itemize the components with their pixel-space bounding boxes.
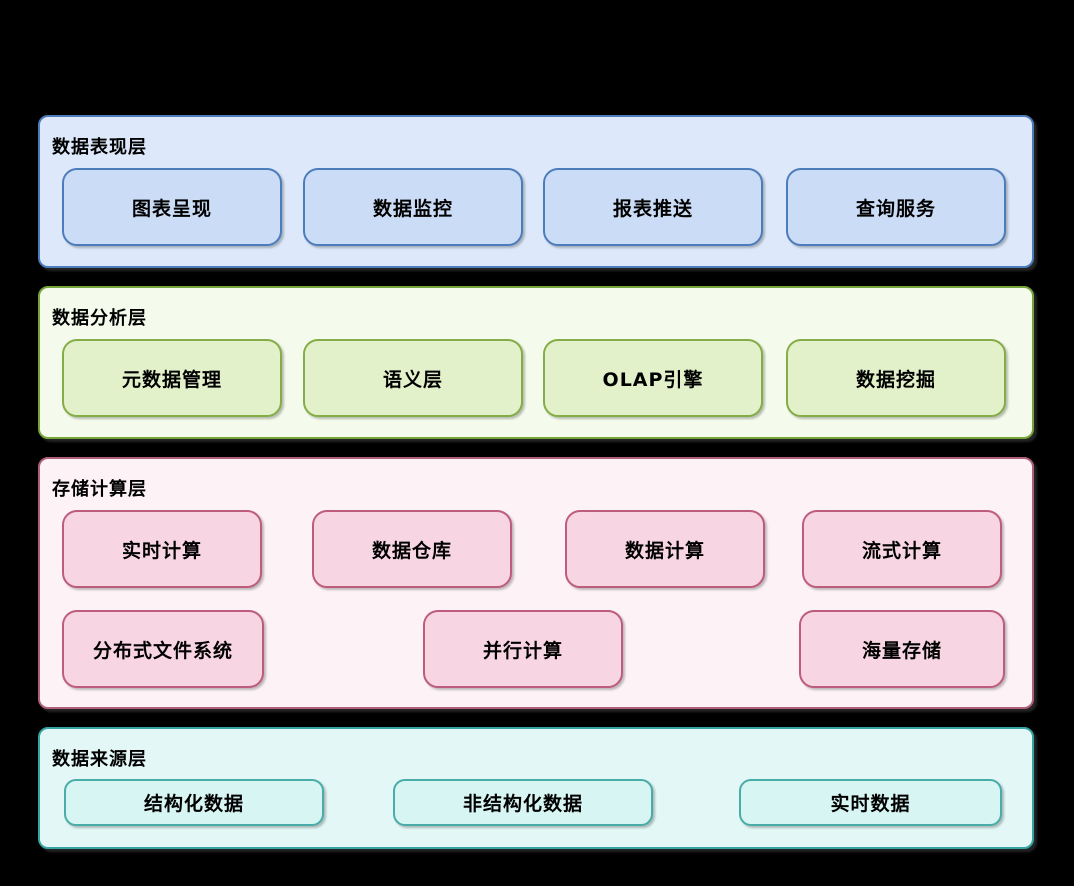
- node-unstructured-data: 非结构化数据: [393, 779, 653, 826]
- node-parallel-computing: 并行计算: [423, 610, 623, 688]
- layer-data-presentation: 数据表现层 图表呈现 数据监控 报表推送 查询服务: [38, 115, 1034, 268]
- node-semantic-layer: 语义层: [303, 339, 523, 417]
- layer-data-source: 数据来源层 结构化数据 非结构化数据 实时数据: [38, 727, 1034, 849]
- layer-title-storage-computing: 存储计算层: [52, 479, 147, 500]
- layer-data-analysis: 数据分析层 元数据管理 语义层 OLAP引擎 数据挖掘: [38, 286, 1034, 439]
- node-data-warehouse: 数据仓库: [312, 510, 512, 588]
- layer-title-data-source: 数据来源层: [52, 749, 147, 770]
- node-realtime-computing: 实时计算: [62, 510, 262, 588]
- node-metadata-management: 元数据管理: [62, 339, 282, 417]
- node-chart-display: 图表呈现: [62, 168, 282, 246]
- layer-title-data-analysis: 数据分析层: [52, 308, 147, 329]
- node-data-mining: 数据挖掘: [786, 339, 1006, 417]
- layer-storage-computing: 存储计算层 实时计算 数据仓库 数据计算 流式计算 分布式文件系统 并行计算 海…: [38, 457, 1034, 709]
- layer-title-data-presentation: 数据表现层: [52, 137, 147, 158]
- node-distributed-file-system: 分布式文件系统: [62, 610, 264, 688]
- node-mass-storage: 海量存储: [799, 610, 1005, 688]
- node-query-service: 查询服务: [786, 168, 1006, 246]
- node-data-computing: 数据计算: [565, 510, 765, 588]
- node-olap-engine: OLAP引擎: [543, 339, 763, 417]
- node-stream-computing: 流式计算: [802, 510, 1002, 588]
- node-report-push: 报表推送: [543, 168, 763, 246]
- node-data-monitoring: 数据监控: [303, 168, 523, 246]
- node-realtime-data: 实时数据: [739, 779, 1002, 826]
- node-structured-data: 结构化数据: [64, 779, 324, 826]
